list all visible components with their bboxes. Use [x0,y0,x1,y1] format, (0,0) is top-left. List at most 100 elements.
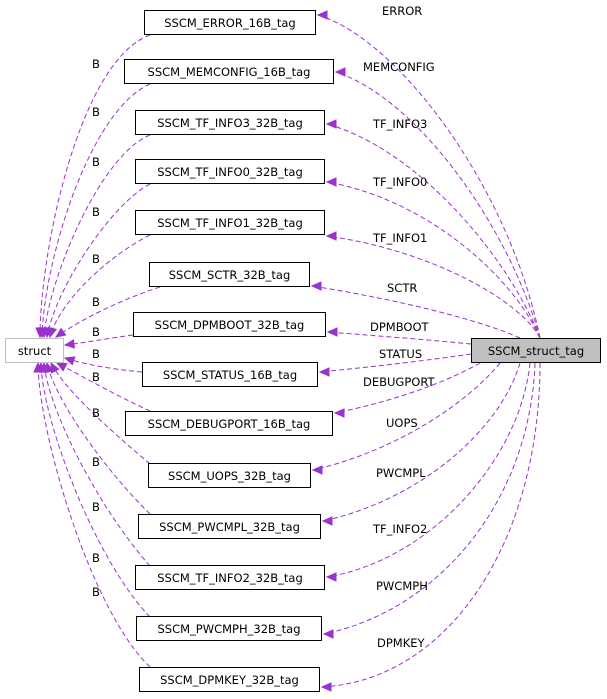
member-edge-arrow-tf-info3 [325,119,337,129]
edge-label-dpmboot: DPMBOOT [370,320,429,334]
base-edge-arrow-dpmboot [63,339,76,349]
base-edge-label-tf-info1: B [92,252,100,266]
base-edge-pwcmph [40,362,151,618]
member-edge-arrow-status [318,367,330,377]
edge-label-error: ERROR [382,4,423,18]
base-edge-label-error: B [92,57,100,71]
base-edge-tf-info2 [43,362,151,567]
base-edge-tf-info1 [49,234,151,338]
node-label: SSCM_TF_INFO2_32B_tag [157,570,303,585]
base-edge-label-sctr: B [92,295,100,309]
node-label: SSCM_TF_INFO0_32B_tag [157,164,303,179]
base-edge-label-tf-info3: B [92,155,100,169]
base-edge-pwcmpl [46,362,151,515]
member-edge-arrow-tf-info2 [325,572,337,582]
member-edge-arrow-error [316,10,328,20]
member-edge-arrow-dpmboot [326,327,338,337]
node-sscm-pwcmph-32b-tag[interactable]: SSCM_PWCMPH_32B_tag [136,616,322,641]
base-edge-arrow-status [63,356,76,366]
node-sscm-debugport-16b-tag[interactable]: SSCM_DEBUGPORT_16B_tag [125,411,333,436]
base-edge-sctr [55,286,161,338]
member-edge-arrow-pwcmpl [321,516,333,526]
node-sscm-tf-info3-32b-tag[interactable]: SSCM_TF_INFO3_32B_tag [135,110,325,135]
base-edge-memconfig [41,83,151,338]
node-sscm-tf-info1-32b-tag[interactable]: SSCM_TF_INFO1_32B_tag [135,210,325,235]
node-sscm-struct-tag[interactable]: SSCM_struct_tag [471,338,601,363]
node-label: SSCM_MEMCONFIG_16B_tag [147,64,311,79]
member-edge-arrow-memconfig [334,67,346,77]
base-edge-dpmboot [64,334,134,346]
member-edge-pwcmph [323,362,536,635]
edge-label-dpmkey: DPMKEY [377,636,425,650]
node-sscm-dpmboot-32b-tag[interactable]: SSCM_DPMBOOT_32B_tag [133,312,326,337]
base-edge-uops [50,362,151,465]
member-edge-status [319,353,472,373]
node-sscm-memconfig-16b-tag[interactable]: SSCM_MEMCONFIG_16B_tag [124,59,334,84]
member-edge-tf-info0 [326,181,541,339]
member-edge-tf-info3 [326,123,541,339]
edge-label-tf-info2: TF_INFO2 [373,522,428,536]
member-edge-debugport [334,362,481,414]
node-sscm-sctr-32b-tag[interactable]: SSCM_SCTR_32B_tag [149,262,310,287]
base-edge-debugport [56,362,151,412]
edge-label-pwcmpl: PWCMPL [376,466,426,480]
node-struct-label: struct [17,343,52,358]
node-sscm-status-16b-tag[interactable]: SSCM_STATUS_16B_tag [142,362,318,387]
member-edge-arrow-sctr [310,281,322,291]
node-sscm-tf-info2-32b-tag[interactable]: SSCM_TF_INFO2_32B_tag [135,565,325,590]
base-edge-label-debugport: B [92,370,100,384]
node-struct[interactable]: struct [5,338,64,363]
member-edge-dpmkey [321,362,541,688]
node-label: SSCM_TF_INFO1_32B_tag [157,215,303,230]
node-label: SSCM_PWCMPL_32B_tag [159,519,300,534]
member-edge-tf-info1 [326,235,541,339]
edge-label-uops: UOPS [386,416,418,430]
node-label: SSCM_PWCMPH_32B_tag [157,621,301,636]
member-edge-uops [312,362,501,471]
base-edge-label-uops: B [92,406,100,420]
base-edge-status [64,357,143,373]
edge-label-tf-info0: TF_INFO0 [373,175,428,189]
member-edge-arrow-tf-info0 [325,177,337,187]
node-label: SSCM_TF_INFO3_32B_tag [157,115,303,130]
base-edge-label-memconfig: B [92,105,100,119]
member-edge-arrow-debugport [333,408,345,418]
edge-label-status: STATUS [379,347,423,361]
member-edge-dpmboot [327,331,472,345]
edge-label-memconfig: MEMCONFIG [363,60,435,74]
node-sscm-struct-tag-label: SSCM_struct_tag [487,343,585,358]
base-edge-tf-info3 [43,134,151,338]
base-edge-label-status: B [92,347,100,361]
base-edge-dpmkey [37,362,151,668]
base-edge-error [39,34,151,338]
edge-label-debugport: DEBUGPORT [363,375,435,389]
edge-label-tf-info3: TF_INFO3 [373,117,428,131]
node-sscm-error-16b-tag[interactable]: SSCM_ERROR_16B_tag [144,10,316,35]
member-edge-arrow-uops [311,465,323,475]
edge-label-pwcmph: PWCMPH [376,579,428,593]
node-sscm-pwcmpl-32b-tag[interactable]: SSCM_PWCMPL_32B_tag [138,514,321,539]
node-sscm-dpmkey-32b-tag[interactable]: SSCM_DPMKEY_32B_tag [139,667,320,692]
base-edge-arrow-sctr [54,327,67,338]
member-edge-arrow-dpmkey [320,682,332,692]
member-edge-arrow-tf-info1 [325,231,337,241]
member-edge-memconfig [335,71,541,339]
node-label: SSCM_ERROR_16B_tag [164,15,296,30]
edge-label-sctr: SCTR [387,281,418,295]
member-edge-error [317,14,541,339]
node-label: SSCM_STATUS_16B_tag [162,367,298,382]
node-label: SSCM_SCTR_32B_tag [168,267,291,282]
base-edge-tf-info0 [46,183,151,338]
base-edge-label-pwcmpl: B [92,455,100,469]
node-label: SSCM_DPMKEY_32B_tag [160,672,299,687]
base-edge-label-tf-info0: B [92,205,100,219]
member-edge-arrow-pwcmph [322,629,334,639]
base-edge-label-tf-info2: B [92,500,100,514]
node-sscm-tf-info0-32b-tag[interactable]: SSCM_TF_INFO0_32B_tag [135,159,325,184]
member-edge-tf-info2 [326,362,531,578]
base-edge-arrow-dpmkey [33,361,43,373]
base-edge-arrow-tf-info1 [47,326,58,339]
node-sscm-uops-32b-tag[interactable]: SSCM_UOPS_32B_tag [148,463,311,488]
